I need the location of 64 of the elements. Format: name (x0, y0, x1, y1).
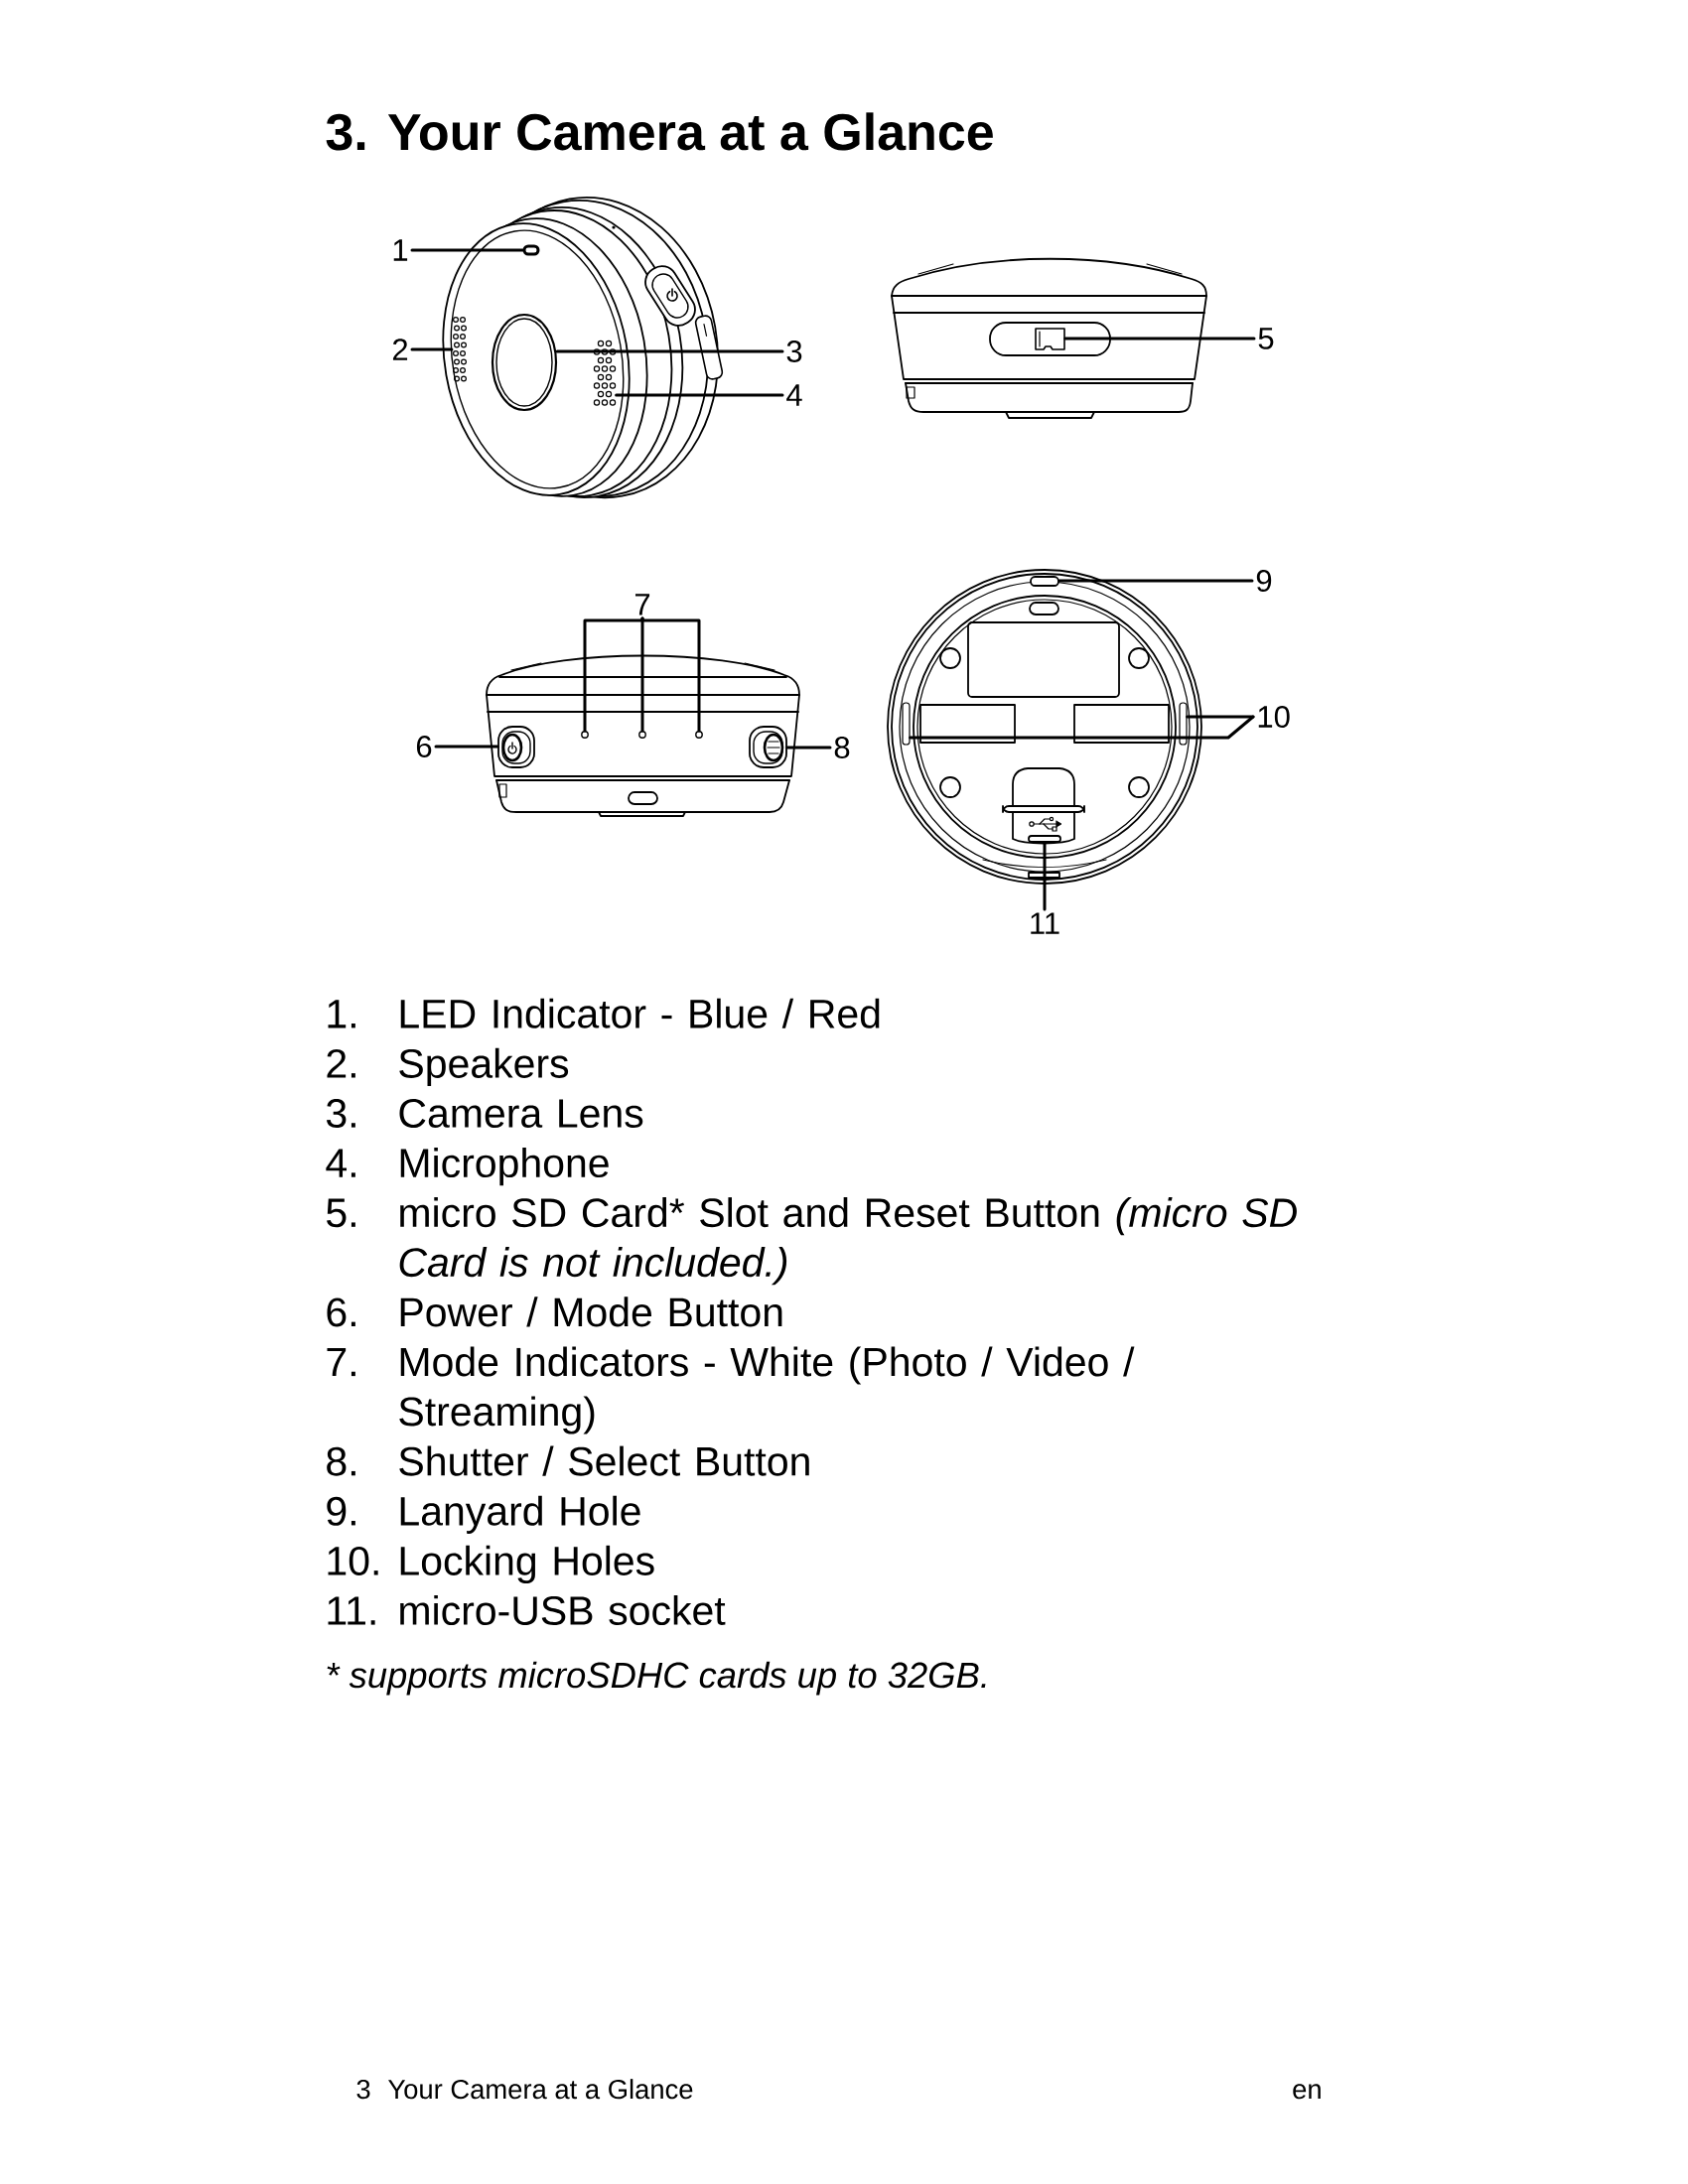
list-item: Mode Indicators - White (Photo / Video / Streaming) (399, 1346, 1135, 1434)
label: micro SD Card* Slot and Reset Button (400, 1197, 1099, 1228)
list-number: 10. (328, 1546, 378, 1575)
page-number: 3 (356, 2079, 370, 2100)
leader-line (1063, 337, 1256, 341)
callout-number: 1 (393, 239, 408, 261)
list-number: 4. (326, 1149, 355, 1177)
mode-light (695, 731, 703, 739)
page-title: 3. Your Camera at a Glance (326, 112, 993, 151)
list-item: micro-USB socket (400, 1594, 726, 1626)
callout-number: 2 (392, 339, 408, 360)
leader-line (410, 347, 454, 351)
label: Card is not included.) (399, 1247, 787, 1286)
list-number: 7. (327, 1347, 355, 1377)
card-icon (1035, 328, 1065, 350)
footnote: * supports microSDHC cards up to 32GB. (327, 1661, 986, 1696)
leader-line (410, 248, 524, 252)
list-number: 8. (327, 1446, 355, 1476)
leader-line (615, 393, 784, 397)
locking-hole (1179, 702, 1188, 746)
list-item: Lanyard Hole (400, 1495, 640, 1534)
callout-number: 10 (1258, 706, 1290, 728)
usb-socket (1028, 835, 1061, 843)
leader-line (1043, 841, 1047, 911)
microphone-grille (593, 340, 617, 406)
list-number: 6. (327, 1297, 355, 1327)
power-button (497, 726, 535, 768)
callout-number: 9 (1256, 570, 1272, 592)
list-item: Speakers (399, 1047, 569, 1086)
lanyard-hole (1030, 576, 1059, 587)
camera-lens (491, 313, 558, 412)
callout-number: 4 (786, 384, 802, 406)
mode-light (638, 731, 646, 739)
list-item: Microphone (400, 1148, 609, 1186)
callout-number: 3 (786, 341, 802, 362)
list-item: Shutter / Select Button (399, 1445, 809, 1476)
leader-line (640, 616, 701, 733)
list-number: 5. (327, 1198, 355, 1228)
locking-hole (902, 702, 911, 746)
footer-title: Your Camera at a Glance (388, 2079, 693, 2100)
speaker-grille (453, 317, 467, 382)
leader-line (785, 746, 832, 750)
callout-number: 8 (834, 737, 850, 758)
callout-number: 5 (1258, 328, 1274, 349)
language-code: en (1293, 2084, 1321, 2100)
mode-light (581, 731, 589, 739)
list-number: 3. (326, 1099, 355, 1128)
callout-number: 7 (635, 594, 650, 615)
leader-line (555, 349, 784, 353)
leader-line (583, 616, 644, 733)
led-light (522, 244, 540, 256)
list-number: 1. (328, 1000, 355, 1028)
list-number: 2. (327, 1048, 355, 1078)
label: (micro SD (1116, 1197, 1297, 1236)
leader-line (434, 745, 499, 749)
callout-number: 11 (1031, 912, 1059, 934)
list-item: micro SD Card* Slot and Reset Button (micro SD Card is not included.) (399, 1197, 1297, 1286)
list-item: Locking Holes (400, 1545, 654, 1583)
list-item: Power / Mode Button (400, 1297, 782, 1327)
list-number: 11. (328, 1596, 375, 1625)
list-number: 9. (327, 1496, 355, 1526)
list-item: LED Indicator - Blue / Red (400, 998, 880, 1028)
list-item: Camera Lens (399, 1099, 643, 1128)
callout-number: 6 (416, 736, 432, 757)
